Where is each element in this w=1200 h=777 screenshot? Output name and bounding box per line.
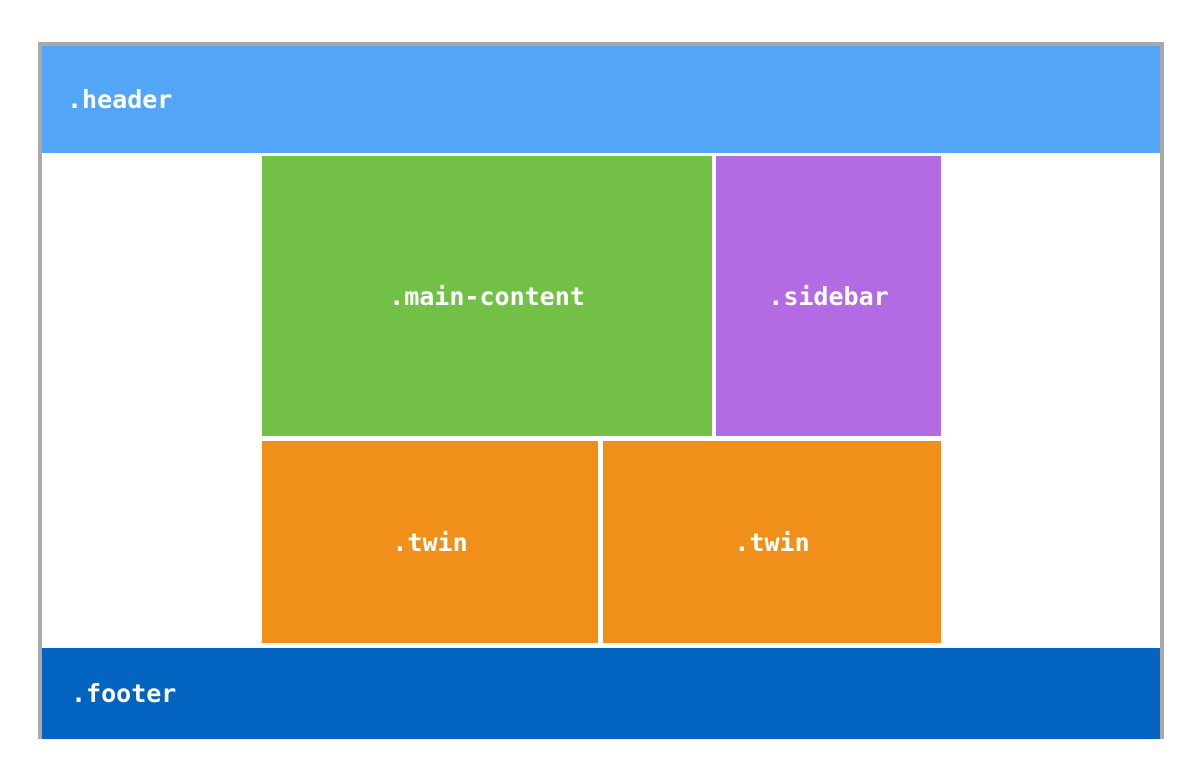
main-content-label: .main-content [389,281,585,311]
footer-area: .footer [42,648,1160,739]
twin-area-1: .twin [262,441,598,643]
sidebar-label: .sidebar [768,281,889,311]
main-content-area: .main-content [262,156,712,436]
header-area: .header [42,46,1160,153]
footer-label: .footer [71,679,177,708]
layout-frame: .header .main-content .sidebar .twin .tw… [38,42,1164,739]
twin-label-1: .twin [392,527,468,557]
header-label: .header [67,85,173,114]
twin-area-2: .twin [603,441,941,643]
twin-label-2: .twin [734,527,810,557]
sidebar-area: .sidebar [716,156,941,436]
